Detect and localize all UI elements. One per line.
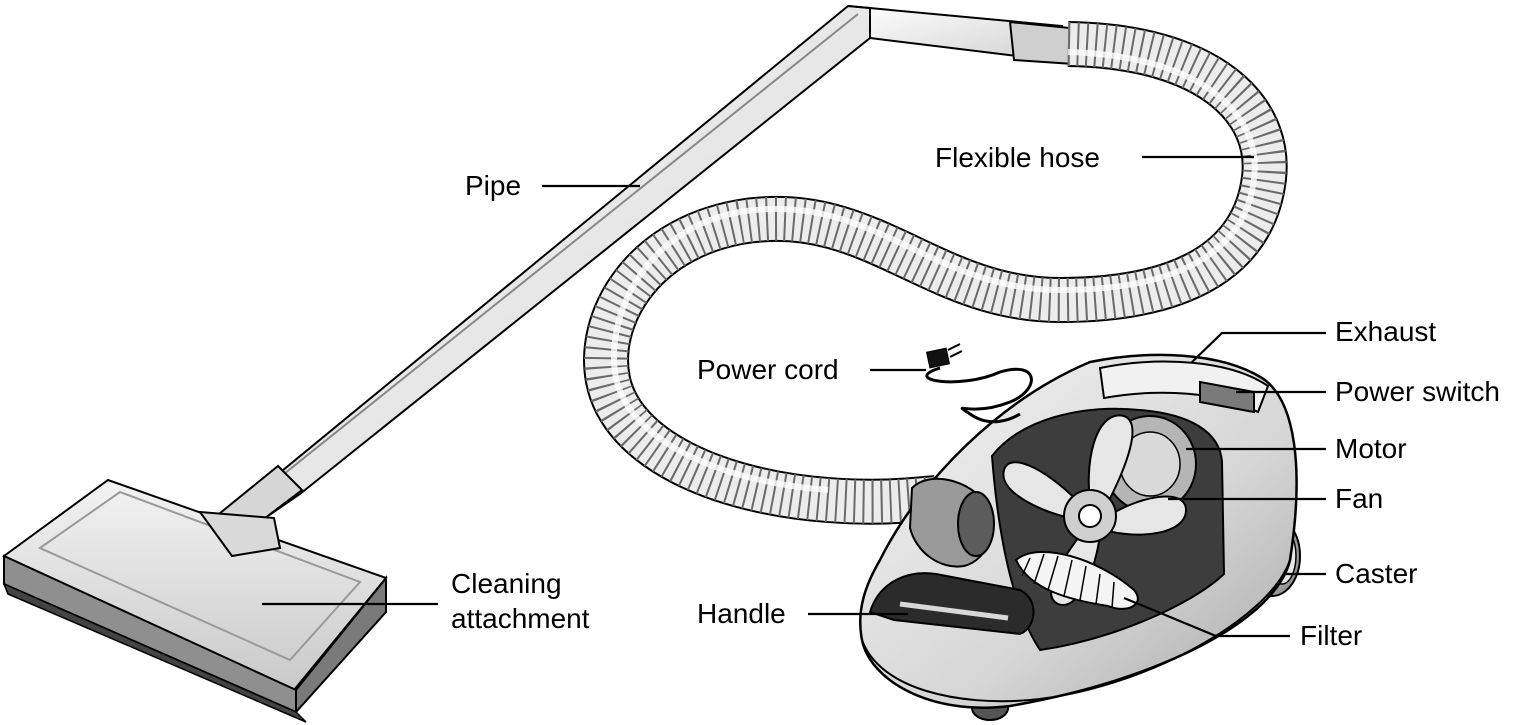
power-cord-shape	[925, 343, 1033, 424]
leader-exhaust	[1191, 331, 1326, 363]
label-handle: Handle	[697, 598, 786, 629]
label-filter: Filter	[1300, 620, 1363, 651]
label-fan: Fan	[1335, 483, 1384, 514]
leader-filter	[1123, 596, 1290, 638]
flexible-hose-shape	[583, 21, 1288, 525]
label-power-cord: Power cord	[697, 354, 839, 385]
cleaning-attachment-shape	[2, 478, 388, 723]
label-motor: Motor	[1335, 433, 1407, 464]
vacuum-body-shape	[858, 353, 1301, 721]
label-cleaning-attachment-line1: Cleaning	[451, 568, 562, 599]
label-cleaning-attachment-line2: attachment	[451, 603, 590, 634]
label-flexible-hose: Flexible hose	[935, 142, 1100, 173]
label-power-switch: Power switch	[1335, 376, 1500, 407]
label-exhaust: Exhaust	[1335, 316, 1437, 347]
label-pipe: Pipe	[465, 170, 522, 201]
label-caster: Caster	[1335, 558, 1418, 589]
label-cleaning-attachment: Cleaning attachment	[451, 566, 590, 636]
leader-lines	[262, 155, 1326, 638]
